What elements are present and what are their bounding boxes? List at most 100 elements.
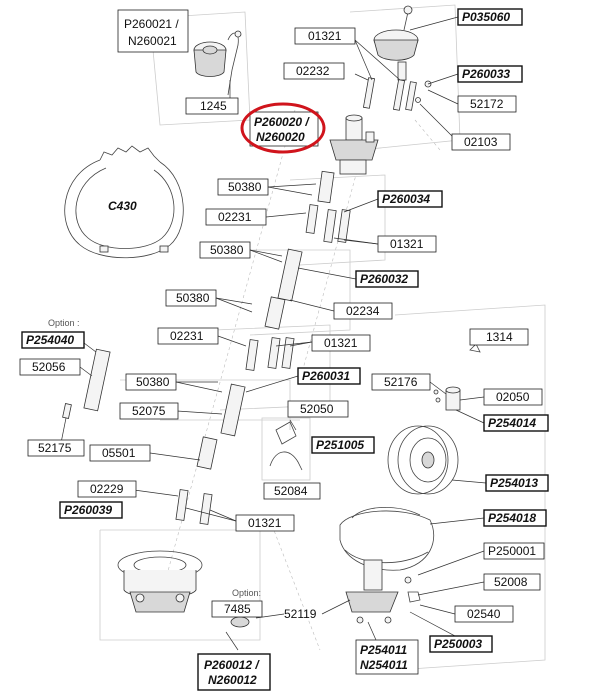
part-7485-drawing [230, 616, 250, 628]
box-p260039 [59, 501, 123, 519]
box-p260012 [197, 653, 271, 691]
label-p035060: P035060 [462, 10, 510, 24]
box-p254013 [485, 474, 549, 492]
label-p260032: P260032 [360, 272, 408, 286]
label-02231-a: 02231 [218, 210, 252, 224]
label-01321-b: 01321 [390, 237, 424, 251]
box-52176 [371, 373, 431, 391]
label-52175: 52175 [38, 441, 72, 455]
box-52056 [19, 358, 81, 376]
label-7485: 7485 [224, 602, 251, 616]
label-50380-a: 50380 [228, 180, 262, 194]
box-01321-d [235, 514, 295, 532]
box-52084 [263, 482, 321, 500]
box-02540 [454, 605, 514, 623]
label-02229: 02229 [90, 482, 124, 496]
label-p260034: P260034 [382, 192, 430, 206]
box-p260033 [457, 65, 523, 83]
box-01321-c [311, 334, 371, 352]
box-52008 [483, 573, 541, 591]
part-p254013-drawing [387, 425, 459, 495]
box-52172 [457, 95, 517, 113]
label-1314: 1314 [486, 330, 513, 344]
label-p254040: P254040 [26, 333, 74, 347]
label-p260039: P260039 [64, 503, 112, 517]
box-p260031 [297, 367, 361, 385]
label-52008: 52008 [494, 575, 528, 589]
label-p260021: P260021 / [124, 17, 179, 31]
part-p260020-drawing [329, 114, 379, 175]
box-02231-a [205, 208, 267, 226]
box-02231-b [157, 327, 219, 345]
label-50380-c: 50380 [176, 291, 210, 305]
box-p254014 [483, 414, 549, 432]
label-c430: C430 [108, 199, 137, 213]
box-p260032 [355, 270, 419, 288]
box-p260034 [377, 190, 443, 208]
label-n254011: N254011 [360, 658, 408, 672]
label-52056: 52056 [32, 360, 66, 374]
part-p260012-drawing [117, 550, 203, 613]
box-02232 [283, 62, 345, 80]
label-02232: 02232 [296, 64, 330, 78]
label-02540: 02540 [467, 607, 501, 621]
c430-clamp-ring [64, 145, 184, 259]
label-52176: 52176 [384, 375, 418, 389]
label-n260021: N260021 [128, 34, 177, 48]
box-52075 [119, 402, 179, 420]
tube-segments [62, 170, 351, 525]
label-01321-d: 01321 [248, 516, 282, 530]
label-02231-b: 02231 [170, 329, 204, 343]
box-02234 [333, 302, 393, 320]
box-02050 [483, 388, 543, 406]
box-02229 [77, 480, 137, 498]
label-50380-d: 50380 [136, 375, 170, 389]
part-p035060-drawing [373, 5, 419, 81]
label-52050: 52050 [300, 402, 334, 416]
box-52175 [27, 439, 85, 457]
box-p251005 [311, 436, 375, 454]
label-01321-c: 01321 [324, 336, 358, 350]
label-p254018: P254018 [488, 511, 536, 525]
label-02234: 02234 [346, 304, 380, 318]
label-52119: 52119 [284, 607, 317, 621]
pins-top [362, 77, 432, 111]
label-p250001: P250001 [488, 544, 536, 558]
label-02050: 02050 [496, 390, 530, 404]
label-p254014: P254014 [488, 416, 536, 430]
part-02050-drawing [433, 343, 481, 411]
box-50380-c [165, 289, 217, 307]
label-52075: 52075 [132, 404, 166, 418]
box-50380-d [125, 373, 177, 391]
label-1245: 1245 [200, 99, 227, 113]
box-05501 [89, 444, 151, 462]
part-p254018-drawing [339, 506, 435, 624]
box-p250003 [429, 635, 493, 653]
label-50380-b: 50380 [210, 243, 244, 257]
label-p251005: P251005 [316, 438, 364, 452]
label-p260012: P260012 / [204, 658, 260, 672]
label-02103: 02103 [464, 135, 498, 149]
label-01321-top: 01321 [308, 29, 342, 43]
box-52050 [287, 400, 349, 418]
box-01321-top [294, 27, 356, 45]
box-p254018 [483, 509, 547, 527]
box-1245 [185, 97, 239, 115]
label-p250003: P250003 [434, 637, 482, 651]
label-option-a: Option : [48, 318, 80, 328]
box-1314 [469, 328, 529, 346]
label-p254011: P254011 [360, 643, 407, 657]
label-52172: 52172 [470, 97, 504, 111]
label-05501: 05501 [102, 446, 136, 460]
label-p254013: P254013 [490, 476, 538, 490]
label-52084: 52084 [274, 484, 308, 498]
highlight-circle [240, 102, 326, 154]
box-p260021 [117, 9, 189, 53]
leader-lines [59, 16, 487, 651]
box-p260020 [249, 111, 319, 147]
part-p251005-drawing [261, 417, 311, 481]
box-50380-b [199, 241, 251, 259]
box-p254011 [355, 639, 419, 675]
label-option-b: Option: [232, 588, 261, 598]
